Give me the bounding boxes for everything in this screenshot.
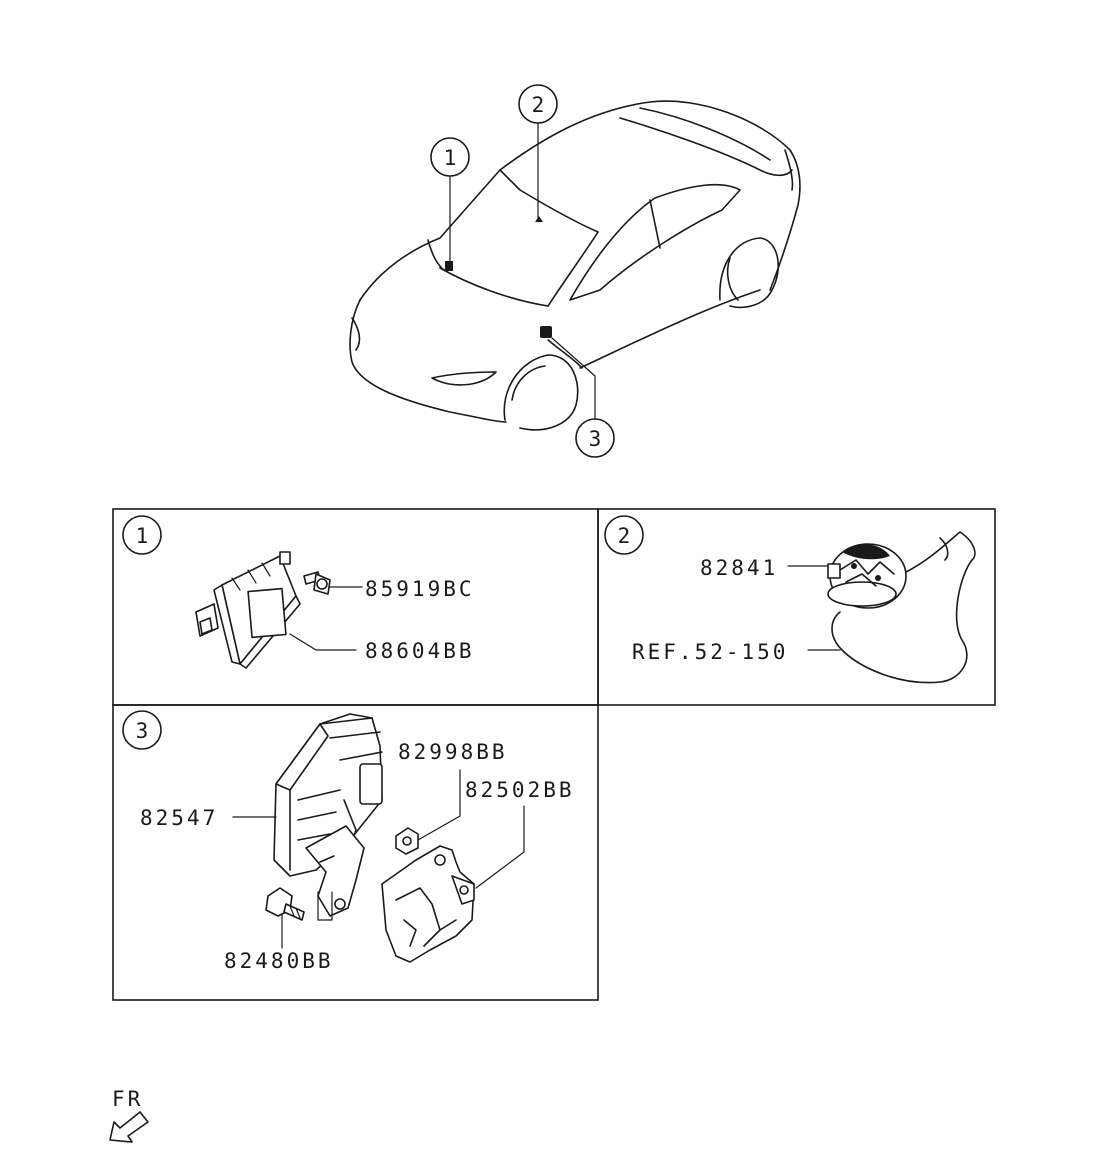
part-number-82502BB[interactable]: 82502BB bbox=[465, 778, 575, 802]
part-number-82480BB[interactable]: 82480BB bbox=[224, 949, 334, 973]
reference-52-150[interactable]: REF.52-150 bbox=[632, 640, 788, 664]
panel-1-tag[interactable]: 1 bbox=[122, 515, 162, 555]
callout-3-label: 3 bbox=[589, 427, 602, 451]
component-marker-2 bbox=[535, 216, 543, 222]
clip-82998BB[interactable] bbox=[395, 827, 419, 855]
part-number-82998BB[interactable]: 82998BB bbox=[398, 740, 508, 764]
panel-2-tag-label: 2 bbox=[618, 524, 631, 548]
sensor-82841[interactable] bbox=[827, 543, 907, 609]
component-marker-1 bbox=[445, 261, 453, 271]
callout-1-label: 1 bbox=[444, 146, 457, 170]
orientation-label: FR bbox=[112, 1087, 143, 1111]
panel-3-tag[interactable]: 3 bbox=[122, 710, 162, 750]
control-module-82547[interactable] bbox=[273, 713, 383, 877]
panel-3-tag-label: 3 bbox=[136, 719, 149, 743]
callout-1[interactable]: 1 bbox=[430, 137, 470, 177]
part-number-85919BC[interactable]: 85919BC bbox=[365, 577, 475, 601]
panel-3: 3 bbox=[112, 704, 599, 1001]
bolt-85919BC[interactable] bbox=[303, 571, 331, 595]
housing-82502BB[interactable] bbox=[381, 845, 475, 963]
panel-2-tag[interactable]: 2 bbox=[604, 515, 644, 555]
component-marker-3 bbox=[540, 326, 552, 338]
control-unit-88604BB[interactable] bbox=[195, 551, 301, 669]
part-number-88604BB[interactable]: 88604BB bbox=[365, 639, 475, 663]
mirror-bracket-ref[interactable] bbox=[831, 531, 976, 684]
panel-1: 1 85919BC 88604BB bbox=[112, 508, 599, 706]
callout-2[interactable]: 2 bbox=[518, 84, 558, 124]
callout-2-label: 2 bbox=[532, 93, 545, 117]
bracket[interactable] bbox=[305, 825, 365, 917]
callout-3[interactable]: 3 bbox=[575, 418, 615, 458]
part-number-82547[interactable]: 82547 bbox=[140, 806, 218, 830]
panel-1-tag-label: 1 bbox=[136, 524, 149, 548]
part-number-82841[interactable]: 82841 bbox=[700, 556, 778, 580]
panel-2: 2 82841 REF.52-150 bbox=[597, 508, 996, 706]
bolt-82480BB[interactable] bbox=[265, 887, 305, 921]
orientation-indicator: FR bbox=[109, 1087, 149, 1143]
arrow-front-icon bbox=[109, 1111, 149, 1143]
car-illustration bbox=[349, 100, 801, 431]
